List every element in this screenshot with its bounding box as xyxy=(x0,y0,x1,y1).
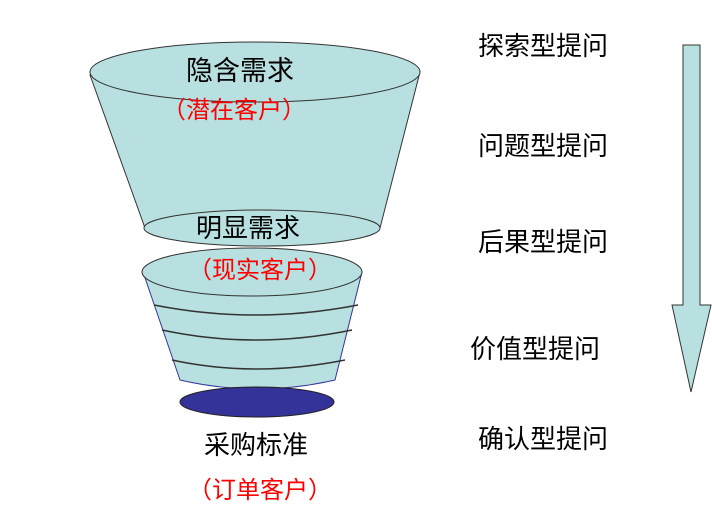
question-type-label: 探索型提问 xyxy=(478,32,609,62)
stage2-title: 明显需求 xyxy=(196,214,301,244)
upper-funnel-top xyxy=(89,41,421,103)
upper-funnel-bottom xyxy=(143,209,381,247)
stage1-title: 隐含需求 xyxy=(186,56,294,87)
stage3-title: 采购标准 xyxy=(204,431,309,461)
funnel-band xyxy=(161,329,353,341)
question-type-label: 确认型提问 xyxy=(478,425,609,455)
lower-funnel-top xyxy=(141,247,363,297)
funnel-band xyxy=(153,304,359,316)
stage1-subtitle: （潜在客户） xyxy=(162,96,306,124)
question-type-label: 后果型提问 xyxy=(478,228,609,258)
stage3-subtitle: （订单客户） xyxy=(188,476,332,504)
question-type-label: 价值型提问 xyxy=(470,335,601,365)
funnel-band xyxy=(171,359,346,370)
question-type-label: 问题型提问 xyxy=(478,132,609,162)
funnel-base xyxy=(179,386,335,418)
stage2-subtitle: （现实客户） xyxy=(188,256,332,284)
down-arrow-icon xyxy=(671,44,712,393)
